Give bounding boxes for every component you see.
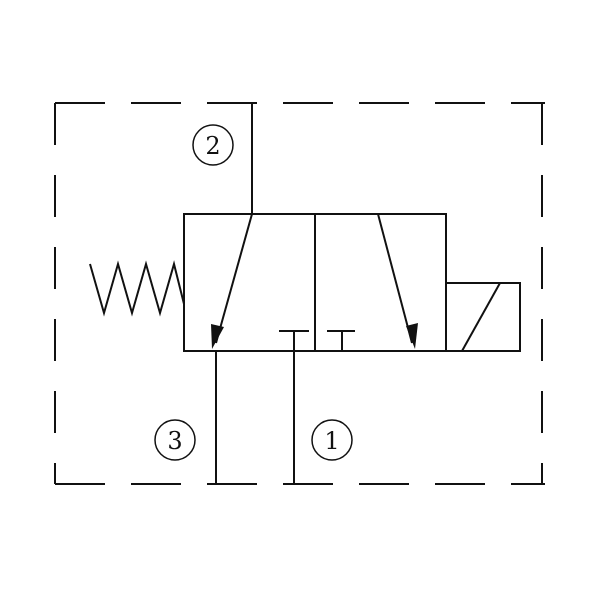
right-envelope (327, 213, 418, 351)
port-label-text: 1 (324, 427, 339, 455)
flow-path-2-to-3 (211, 103, 253, 484)
arrow-head-left (211, 324, 224, 349)
port-label-circle (154, 419, 196, 461)
port-label-3: 3 (154, 419, 196, 461)
solenoid-box (445, 282, 521, 352)
flow-arrow-line-right (377, 213, 413, 344)
valve-body (183, 213, 447, 352)
port-label-1: 1 (311, 419, 353, 461)
port-label-text: 3 (167, 427, 182, 455)
port-1-blocked (279, 330, 309, 484)
port-label-circle (311, 419, 353, 461)
flow-arrow-line-left (215, 213, 253, 344)
dashed-envelope (54, 102, 545, 485)
spring-symbol (89, 260, 185, 317)
arrow-head-right (406, 323, 418, 349)
port-label-text: 2 (205, 132, 220, 160)
solenoid-diagonal (461, 282, 501, 352)
port-label-circle (192, 124, 234, 166)
port-label-2: 2 (192, 124, 234, 166)
solenoid-symbol (445, 282, 521, 352)
